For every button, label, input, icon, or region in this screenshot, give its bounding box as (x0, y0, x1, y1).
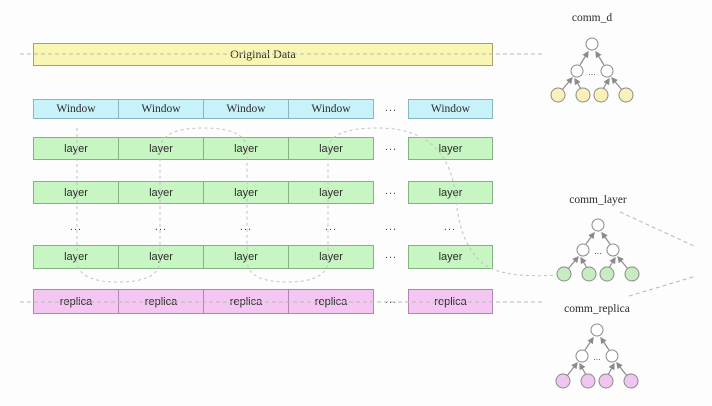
column-ellipsis: ... (443, 221, 457, 233)
column-ellipsis: ... (239, 221, 253, 233)
tree-mid-node (605, 349, 619, 363)
layer-row3-ellipsis: ... (384, 249, 398, 261)
tree-leaf-node (581, 266, 597, 282)
layer-label: layer (234, 251, 258, 263)
window-cell: Window (288, 99, 374, 119)
layer-label: layer (149, 251, 173, 263)
tree-leaf-node (556, 266, 572, 282)
replica-label: replica (434, 295, 467, 308)
layer-cell: layer (408, 137, 493, 160)
window-label: Window (56, 103, 96, 115)
comm-layer-tree: ... (556, 218, 640, 282)
original-data-label: Original Data (230, 47, 296, 61)
window-label: Window (311, 103, 351, 115)
replica-cell: replica (408, 289, 493, 314)
layer-cell: layer (288, 137, 374, 160)
comm-replica-label: comm_replica (564, 303, 630, 315)
layer-label: layer (64, 251, 88, 263)
window-label: Window (430, 103, 471, 115)
column-ellipsis: ... (154, 221, 168, 233)
tree-mid-node (576, 243, 590, 257)
layer-cell: layer (118, 245, 204, 269)
window-row-ellipsis: ... (384, 102, 398, 114)
replica-cell: replica (33, 289, 119, 314)
layer-cell: layer (203, 245, 289, 269)
layer-cell: layer (288, 181, 374, 204)
comm-layer-fan-line-top (619, 211, 695, 247)
tree-mid-node (575, 349, 589, 363)
tree-leaf-node (598, 373, 614, 389)
window-label: Window (141, 103, 181, 115)
tree-leaf-node (618, 87, 634, 103)
replica-label: replica (314, 295, 348, 308)
tree-leaf-node (555, 373, 571, 389)
window-label: Window (226, 103, 266, 115)
layer-cell: layer (203, 137, 289, 160)
layer-cell: layer (203, 181, 289, 204)
tree-mid-node (606, 243, 620, 257)
comm-d-label: comm_d (571, 12, 613, 24)
layer-label: layer (234, 186, 258, 199)
tree-mid-node (600, 64, 614, 78)
tree-ellipsis: ... (588, 67, 596, 77)
layer-cell: layer (118, 181, 204, 204)
tree-leaf-node (623, 373, 639, 389)
layer-label: layer (438, 142, 463, 155)
layer-row2-ellipsis: ... (384, 185, 398, 197)
tree-ellipsis: ... (593, 352, 601, 362)
replica-cell: replica (288, 289, 374, 314)
column-ellipsis: ... (324, 221, 338, 233)
replica-row-ellipsis: ... (384, 294, 398, 306)
comm-layer-fan-line-bottom (628, 275, 697, 297)
window-cell: Window (33, 99, 119, 119)
tree-leaf-node (599, 266, 615, 282)
tree-leaf-node (624, 266, 640, 282)
tree-root-node (591, 218, 605, 232)
layer-row1-ellipsis: ... (384, 141, 398, 153)
layer-label: layer (319, 251, 343, 263)
column-ellipsis: ... (384, 221, 398, 233)
tree-root-node (585, 37, 599, 51)
tree-root-node (590, 323, 604, 337)
layer-label: layer (64, 186, 88, 199)
layer-label: layer (149, 142, 173, 155)
replica-label: replica (59, 295, 93, 308)
layer-cell: layer (33, 181, 119, 204)
replica-label: replica (229, 295, 263, 308)
original-data-bar: Original Data (33, 43, 493, 66)
layer-cell: layer (408, 181, 493, 204)
tree-leaf-node (580, 373, 596, 389)
layer-cell: layer (118, 137, 204, 160)
tree-ellipsis: ... (594, 246, 602, 256)
window-cell: Window (203, 99, 289, 119)
window-cell: Window (118, 99, 204, 119)
layer-label: layer (438, 186, 463, 199)
replica-cell: replica (203, 289, 289, 314)
tree-leaf-node (593, 87, 609, 103)
layer-label: layer (64, 142, 88, 155)
tree-mid-node (570, 64, 584, 78)
comm-d-tree: ... (550, 37, 634, 103)
window-cell: Window (408, 99, 493, 119)
layer-cell: layer (408, 245, 493, 269)
comm-replica-tree: ... (555, 323, 639, 389)
layer-cell: layer (33, 245, 119, 269)
replica-label: replica (144, 295, 178, 308)
layer-cell: layer (33, 137, 119, 160)
tree-leaf-node (575, 87, 591, 103)
replica-cell: replica (118, 289, 204, 314)
layer-cell: layer (288, 245, 374, 269)
column-ellipsis: ... (69, 221, 83, 233)
comm-layer-label: comm_layer (569, 194, 627, 206)
tree-leaf-node (550, 87, 566, 103)
layer-label: layer (149, 186, 173, 199)
layer-label: layer (319, 142, 343, 155)
layer-label: layer (319, 186, 343, 199)
layer-label: layer (234, 142, 258, 155)
layer-label: layer (438, 251, 463, 263)
